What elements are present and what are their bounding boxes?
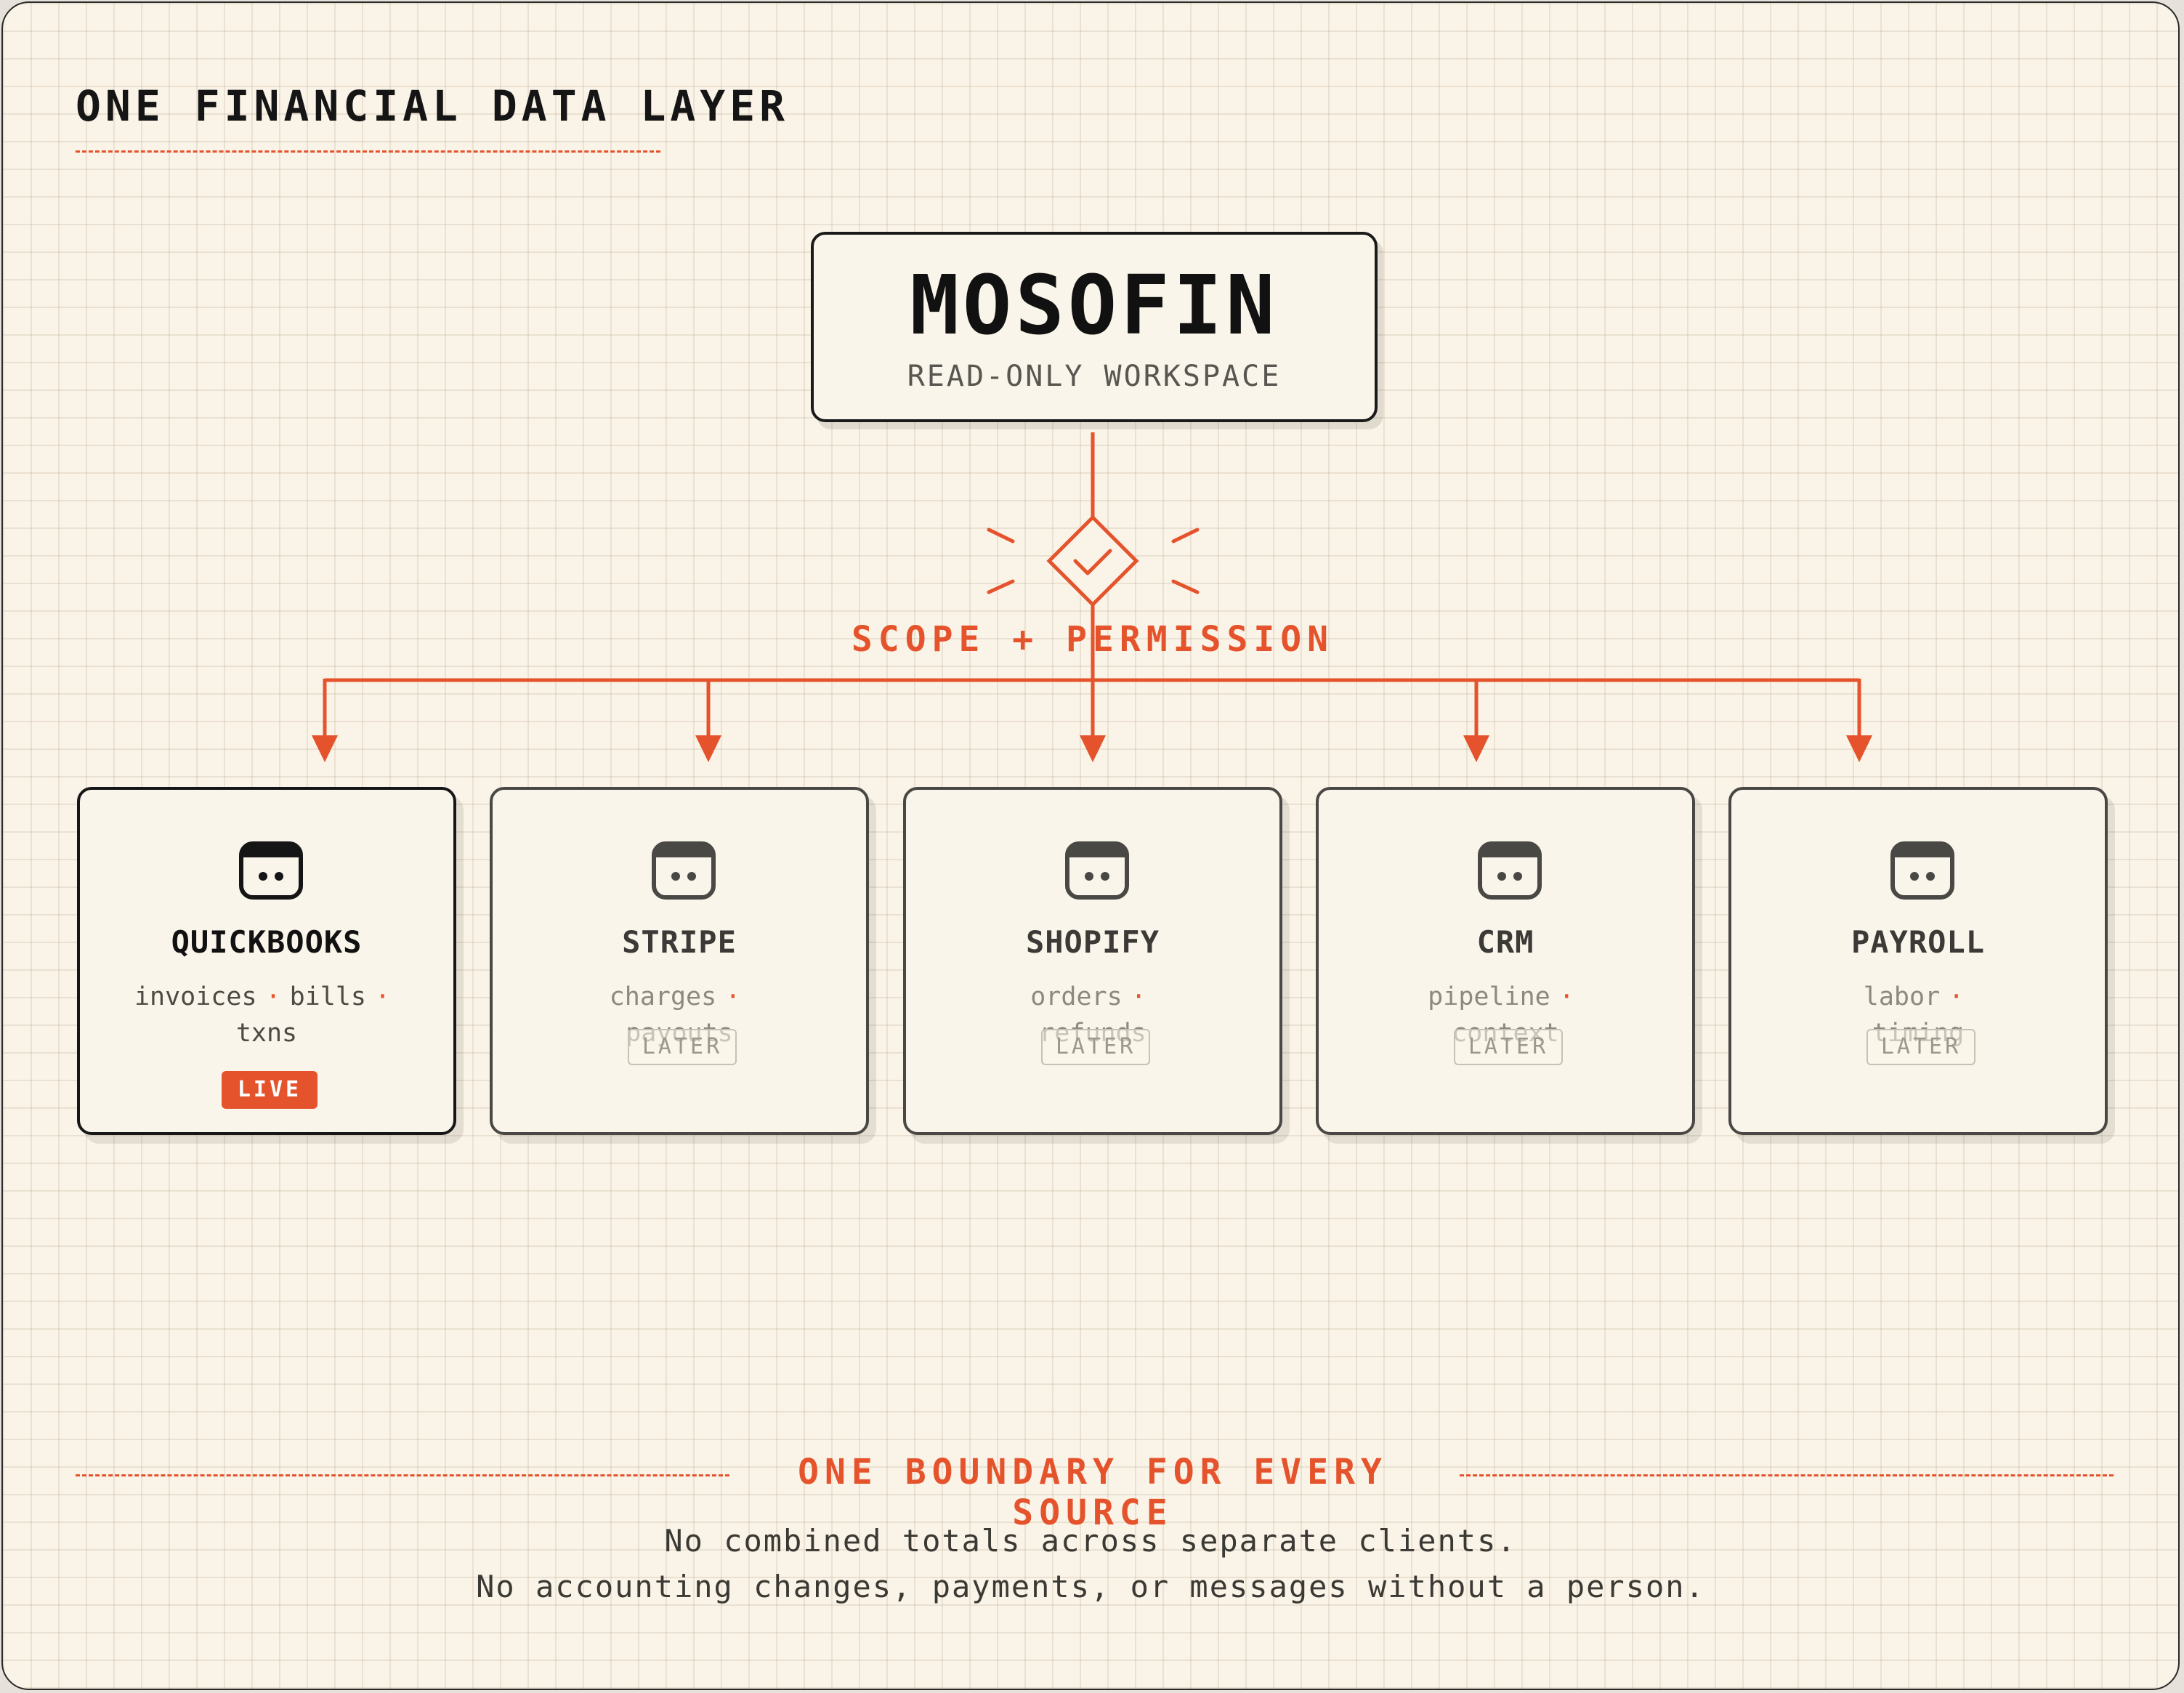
hub-subtitle: READ-ONLY WORKSPACE (907, 360, 1282, 393)
status-badge-later: LATER (1041, 1029, 1150, 1065)
source-name: STRIPE (622, 924, 737, 960)
footer-line-1: No combined totals across separate clien… (664, 1523, 1517, 1559)
source-tag: txns (235, 1019, 298, 1048)
source-name: SHOPIFY (1025, 924, 1160, 960)
source-description: invoices·bills·txns (134, 982, 391, 1048)
source-name: PAYROLL (1851, 924, 1985, 960)
arrowhead-quickbooks (312, 735, 338, 762)
footer-title: ONE BOUNDARY FOR EVERY SOURCE (798, 1452, 1388, 1533)
status-badge-live: LIVE (222, 1071, 318, 1109)
source-card-payroll: PAYROLL labor·timing LATER (1728, 787, 2108, 1135)
hub-name: MOSOFIN (910, 259, 1279, 353)
source-card-stripe: STRIPE charges·payouts LATER (490, 787, 869, 1135)
connector-face-icon (1890, 841, 1954, 900)
source-tag: invoices (134, 982, 257, 1011)
source-card-crm: CRM pipeline·context LATER (1316, 787, 1695, 1135)
status-badge-later: LATER (628, 1029, 737, 1065)
source-card-quickbooks: QUICKBOOKS invoices·bills·txns LIVE (77, 787, 456, 1135)
source-tag: charges (609, 982, 717, 1011)
status-badge-later: LATER (1866, 1029, 1975, 1065)
hub-card: MOSOFIN READ-ONLY WORKSPACE (811, 232, 1378, 422)
title-underline (76, 150, 660, 153)
check-diamond-icon (1046, 514, 1139, 607)
source-tag: orders (1030, 982, 1123, 1011)
connector-lines (312, 432, 1872, 762)
connector-face-icon (1478, 841, 1542, 900)
source-name: CRM (1476, 924, 1534, 960)
arrowhead-payroll (1846, 735, 1872, 762)
scope-permission-label: SCOPE + PERMISSION (851, 619, 1335, 660)
source-tag: pipeline (1428, 982, 1550, 1011)
arrowhead-crm (1463, 735, 1489, 762)
connector-face-icon (1065, 841, 1129, 900)
source-tag: labor (1863, 982, 1941, 1011)
connector-face-icon (652, 841, 716, 900)
source-tag: bills (289, 982, 366, 1011)
arrowhead-shopify (1080, 735, 1106, 762)
arrowhead-stripe (695, 735, 721, 762)
page-title: ONE FINANCIAL DATA LAYER (76, 81, 790, 131)
footer-rule-right (1460, 1474, 2114, 1476)
source-name: QUICKBOOKS (171, 924, 363, 960)
source-card-shopify: SHOPIFY orders·refunds LATER (903, 787, 1282, 1135)
footer-line-2: No accounting changes, payments, or mess… (476, 1569, 1705, 1604)
footer-rule-left (76, 1474, 729, 1476)
gate-sparkle-icon (987, 528, 1200, 594)
status-badge-later: LATER (1454, 1029, 1563, 1065)
connector-face-icon (239, 841, 303, 900)
